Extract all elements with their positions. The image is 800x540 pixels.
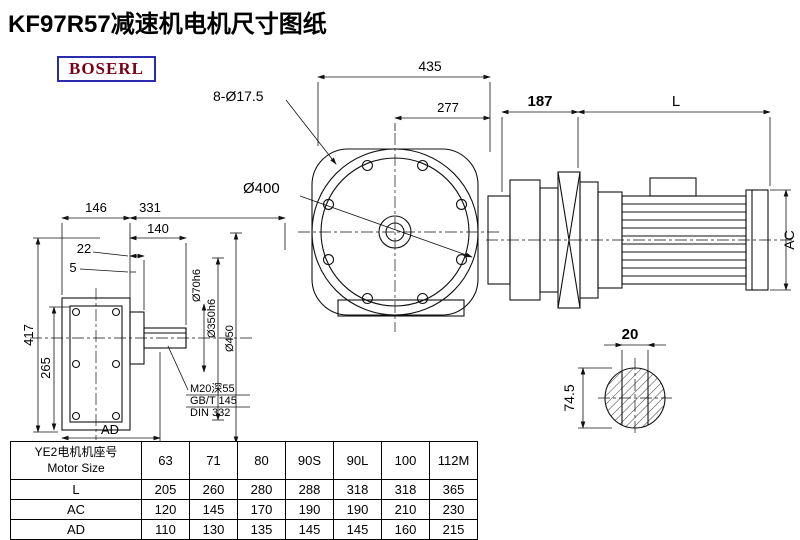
size-col-header: 90S: [285, 441, 334, 480]
dim-146-label: 146: [85, 200, 107, 215]
dim-value-cell: 120: [141, 499, 190, 520]
dim-L-label: L: [672, 93, 680, 110]
dim-187-label: 187: [527, 93, 552, 110]
dim-value-cell: 110: [141, 519, 190, 540]
dim-74-5-label: 74.5: [561, 384, 577, 411]
dim-140-label: 140: [147, 221, 169, 236]
row-label: AC: [10, 499, 142, 520]
dim-value-cell: 145: [189, 499, 238, 520]
dim-value-cell: 215: [429, 519, 478, 540]
dim-value-cell: 260: [189, 479, 238, 500]
side-view: [61, 297, 187, 431]
gb-standard-label: GB/T 145: [190, 395, 237, 407]
size-col-header: 112M: [429, 441, 478, 480]
page-title: KF97R57减速机电机尺寸图纸: [8, 11, 327, 38]
dim-70-label: Ø70h6: [191, 269, 203, 302]
motor-size-header: YE2电机机座号 Motor Size: [10, 441, 142, 480]
dim-value-cell: 160: [381, 519, 430, 540]
row-label: AD: [10, 519, 142, 540]
dim-value-cell: 205: [141, 479, 190, 500]
dim-value-cell: 318: [333, 479, 382, 500]
dim-417-label: 417: [21, 324, 36, 346]
dim-value-cell: 210: [381, 499, 430, 520]
motor-size-header-cn: YE2电机机座号: [34, 444, 118, 459]
dim-450-label: Ø450: [224, 325, 236, 352]
dim-277-label: 277: [437, 100, 459, 115]
dim-331-label: 331: [139, 200, 161, 215]
size-col-header: 90L: [333, 441, 382, 480]
centerlines: [30, 133, 795, 440]
dim-5-label: 5: [69, 260, 76, 275]
dim-flange-dia-label: Ø400: [243, 180, 280, 197]
din-standard-label: DIN 332: [190, 407, 230, 419]
dim-value-cell: 190: [333, 499, 382, 520]
dim-22-label: 22: [77, 241, 91, 256]
dim-value-cell: 135: [237, 519, 286, 540]
dim-value-cell: 365: [429, 479, 478, 500]
dim-value-cell: 130: [189, 519, 238, 540]
boserl-logo: BOSERL: [57, 56, 156, 82]
tap-note-label: M20深55: [190, 382, 235, 395]
table-row-L: L 205 260 280 288 318 318 365: [10, 479, 478, 500]
size-col-header: 71: [189, 441, 238, 480]
dim-value-cell: 170: [237, 499, 286, 520]
dim-AC-label: AC: [781, 230, 797, 249]
motor-dimension-table: YE2电机机座号 Motor Size 63 71 80 90S 90L 100…: [10, 441, 478, 540]
dim-265-label: 265: [38, 357, 53, 379]
dim-holes-label: 8-Ø17.5: [213, 88, 264, 104]
dim-20-label: 20: [622, 326, 639, 343]
dim-AD-label: AD: [101, 422, 119, 437]
size-col-header: 100: [381, 441, 430, 480]
dim-350-label: Ø350h6: [206, 299, 218, 338]
size-col-header: 80: [237, 441, 286, 480]
dimension-lines: [33, 74, 791, 444]
table-row-AD: AD 110 130 135 145 145 160 215: [10, 519, 478, 540]
dimension-labels: 435 277 8-Ø17.5 Ø400 187 L AC 20 74.5 14…: [21, 58, 797, 437]
row-label: L: [10, 479, 142, 500]
dim-value-cell: 230: [429, 499, 478, 520]
shaft-section: [604, 367, 666, 429]
table-header-row: YE2电机机座号 Motor Size 63 71 80 90S 90L 100…: [10, 441, 478, 480]
motor-size-header-en: Motor Size: [47, 460, 105, 475]
table-row-AC: AC 120 145 170 190 190 210 230: [10, 499, 478, 520]
dim-value-cell: 145: [333, 519, 382, 540]
dim-435-label: 435: [418, 58, 442, 74]
motor-view: [487, 171, 769, 309]
size-col-header: 63: [141, 441, 190, 480]
dim-value-cell: 280: [237, 479, 286, 500]
dim-value-cell: 190: [285, 499, 334, 520]
dim-value-cell: 145: [285, 519, 334, 540]
dim-value-cell: 318: [381, 479, 430, 500]
dim-value-cell: 288: [285, 479, 334, 500]
